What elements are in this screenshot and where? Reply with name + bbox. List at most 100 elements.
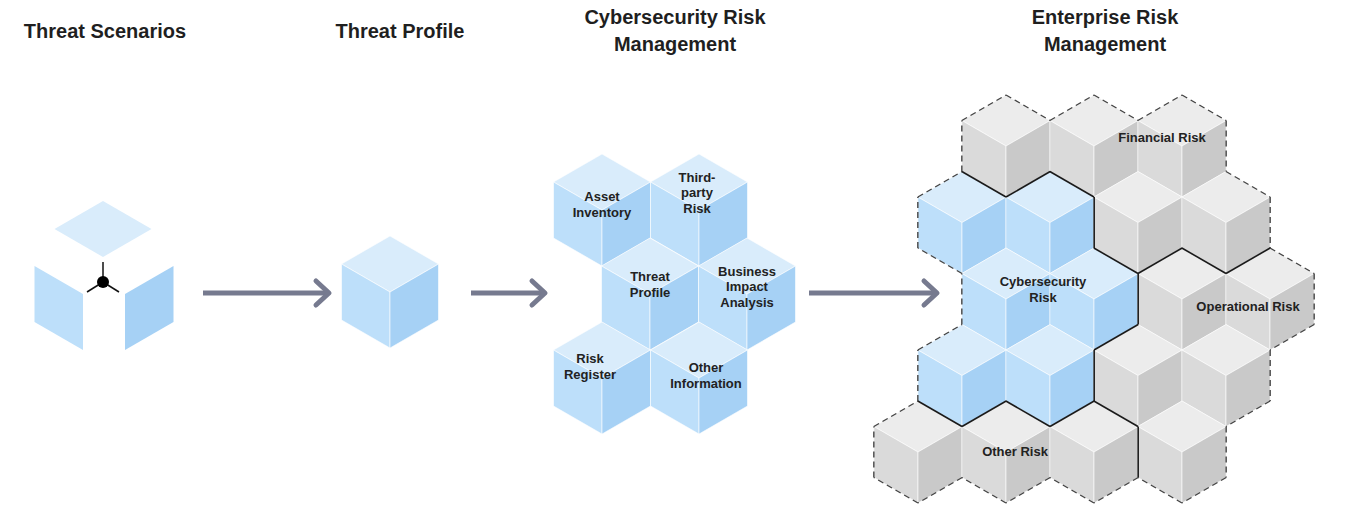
outer-border <box>1269 350 1270 401</box>
region-border <box>1182 248 1226 274</box>
outer-border <box>1094 95 1138 121</box>
outer-border <box>917 350 918 401</box>
arrow-shaft <box>471 291 543 296</box>
cube-label: Threat Profile <box>621 269 679 300</box>
outer-border <box>962 478 1006 504</box>
risk-region: Operational Risk <box>1188 299 1308 315</box>
cube-face <box>125 266 174 350</box>
column-heading: Cybersecurity Risk Management <box>546 4 804 58</box>
column-group: Enterprise Risk ManagementFinancial Risk… <box>940 0 1345 510</box>
region-border <box>1094 248 1138 274</box>
cube-face <box>55 201 152 257</box>
region-border <box>1006 401 1050 427</box>
cube-face <box>1094 427 1138 504</box>
outer-border <box>1050 95 1094 121</box>
risk-region: Other Risk <box>970 444 1060 460</box>
cube <box>1050 401 1138 503</box>
cube-item: Asset Inventory <box>566 189 638 220</box>
outer-border <box>1226 401 1270 427</box>
heading-wrap: Threat Scenarios <box>8 18 203 45</box>
outer-border <box>1050 478 1094 504</box>
outer-border <box>1138 95 1182 121</box>
cube-face <box>1182 427 1226 504</box>
region-label: Financial Risk <box>1107 130 1217 146</box>
outer-border <box>1270 248 1314 274</box>
cube-face <box>390 264 438 348</box>
cube-face <box>35 266 84 350</box>
flow-arrow <box>471 281 545 305</box>
outer-border <box>1313 274 1314 325</box>
cube-label: Other Information <box>662 360 750 391</box>
region-border <box>1138 248 1182 274</box>
outer-border <box>918 172 962 198</box>
region-borders <box>874 95 1314 503</box>
outer-border <box>1006 478 1050 504</box>
arrow-head <box>924 281 937 305</box>
column-group: Cybersecurity Risk ManagementAsset Inven… <box>548 0 806 440</box>
region-border <box>962 401 1006 427</box>
cube-group <box>342 95 1315 503</box>
outer-border <box>1182 95 1226 121</box>
cube-face <box>1226 350 1270 427</box>
region-label: Cybersecurity Risk <box>993 274 1093 305</box>
arrow-head <box>316 281 329 305</box>
cube-face <box>1006 427 1050 504</box>
arrow-shaft <box>203 291 327 296</box>
cube-face <box>1138 427 1182 504</box>
cube-face <box>1050 427 1094 504</box>
region-border <box>1093 197 1095 248</box>
cube <box>554 322 651 434</box>
region-border <box>1137 274 1139 325</box>
outer-border <box>1138 478 1182 504</box>
region-border <box>1094 401 1138 427</box>
cube-item: Threat Profile <box>621 269 679 300</box>
cube-item: Business Impact Analysis <box>714 264 780 311</box>
cube-face <box>342 264 390 348</box>
heading-wrap: Cybersecurity Risk Management <box>546 4 804 58</box>
exploded-cube <box>35 201 174 350</box>
cube-face <box>918 197 962 274</box>
outer-border <box>918 248 962 274</box>
cube <box>874 401 962 503</box>
outer-border <box>1270 325 1314 351</box>
outer-border <box>874 478 918 504</box>
region-border <box>1094 325 1138 351</box>
cube-label: Risk Register <box>560 351 620 382</box>
outer-border <box>1182 478 1226 504</box>
cube-label: Business Impact Analysis <box>714 264 780 311</box>
region-border <box>1137 427 1139 478</box>
region-border <box>1226 248 1270 274</box>
region-border <box>962 172 1006 198</box>
region-border <box>1050 172 1094 198</box>
flow-arrow <box>809 281 937 305</box>
arrow-shaft <box>809 291 935 296</box>
flow-arrow <box>203 281 329 305</box>
region-border <box>1006 172 1050 198</box>
outer-border <box>1225 121 1226 172</box>
column-heading: Threat Profile <box>332 18 468 45</box>
cube-face <box>962 427 1006 504</box>
risk-region: Cybersecurity Risk <box>993 274 1093 305</box>
arrow-head <box>532 281 545 305</box>
cube <box>1138 401 1226 503</box>
outer-border <box>1225 427 1226 478</box>
cube-item: Risk Register <box>560 351 620 382</box>
region-border <box>1093 350 1095 401</box>
outer-border <box>918 478 962 504</box>
outer-border <box>1006 95 1050 121</box>
cube-label: Third-party Risk <box>672 170 722 217</box>
heading-wrap: Enterprise Risk Management <box>990 4 1220 58</box>
region-border <box>918 401 962 427</box>
column-heading: Enterprise Risk Management <box>990 4 1220 58</box>
outer-border <box>961 121 962 172</box>
outer-border <box>874 401 918 427</box>
region-label: Other Risk <box>970 444 1060 460</box>
column-group: Threat Scenarios <box>5 8 200 353</box>
cube-label: Asset Inventory <box>566 189 638 220</box>
cube-face <box>874 427 918 504</box>
cube-item: Other Information <box>662 360 750 391</box>
cube-face <box>602 350 650 434</box>
outer-border <box>873 427 874 478</box>
